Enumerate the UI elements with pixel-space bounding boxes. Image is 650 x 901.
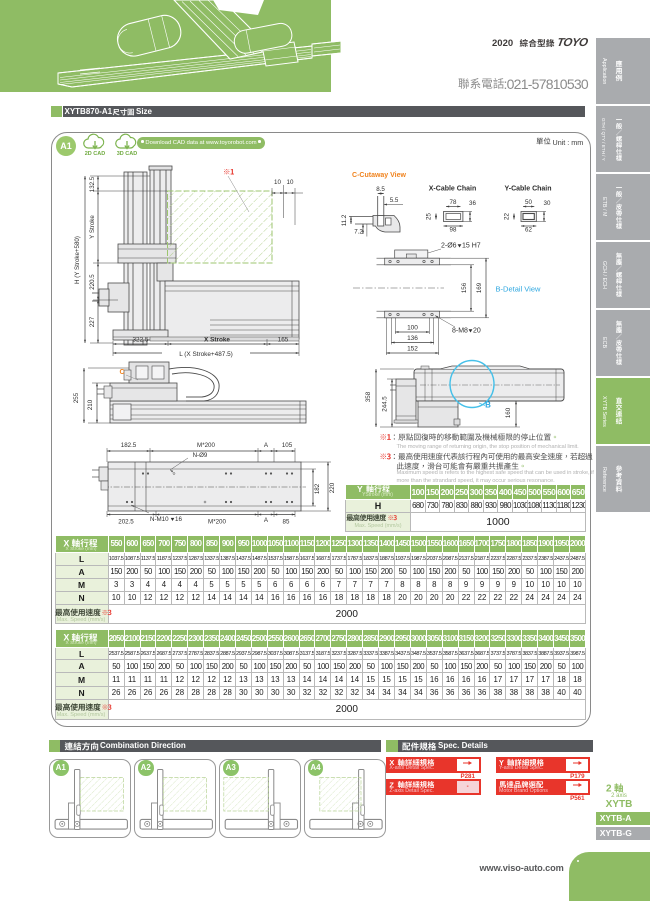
svg-text:Y Stroke: Y Stroke xyxy=(89,215,96,239)
svg-text:98: 98 xyxy=(450,227,457,234)
svg-text:7.2: 7.2 xyxy=(354,229,363,236)
svg-text:30: 30 xyxy=(544,200,551,207)
svg-text:244.5: 244.5 xyxy=(382,396,389,412)
svg-text:H (Y Stroke+580): H (Y Stroke+580) xyxy=(74,236,81,284)
svg-text:220.5: 220.5 xyxy=(89,274,96,290)
svg-text:2: 2 xyxy=(606,784,612,795)
svg-text:N-Ø9: N-Ø9 xyxy=(193,452,208,459)
svg-text:X Stroke: X Stroke xyxy=(204,337,230,344)
svg-text:220: 220 xyxy=(329,482,336,493)
svg-text:62: 62 xyxy=(525,227,532,234)
svg-text:10: 10 xyxy=(274,179,281,186)
svg-text:8.5: 8.5 xyxy=(376,186,385,193)
svg-text:Y: Y xyxy=(357,484,363,494)
svg-text:36: 36 xyxy=(469,200,476,207)
svg-text:C: C xyxy=(119,369,124,376)
svg-text:182.5: 182.5 xyxy=(121,442,137,449)
svg-text:L (X Stroke+487.5): L (X Stroke+487.5) xyxy=(179,351,233,358)
svg-text:210: 210 xyxy=(87,399,94,410)
svg-text:20: 20 xyxy=(473,328,481,335)
svg-text:M*200: M*200 xyxy=(208,519,226,526)
svg-text:152: 152 xyxy=(407,346,418,353)
svg-text:160: 160 xyxy=(505,407,512,418)
svg-text:X-Cable Chain: X-Cable Chain xyxy=(429,186,476,193)
svg-text:165: 165 xyxy=(278,337,289,344)
svg-text:Z: Z xyxy=(389,780,394,789)
svg-text:5.5: 5.5 xyxy=(390,197,399,204)
svg-text:C-Cutaway View: C-Cutaway View xyxy=(352,172,406,179)
svg-text:10: 10 xyxy=(287,179,294,186)
svg-text:Y-Cable Chain: Y-Cable Chain xyxy=(504,186,551,193)
svg-text:105: 105 xyxy=(282,442,293,449)
svg-text:N-M10: N-M10 xyxy=(150,516,169,523)
svg-text:A: A xyxy=(264,442,269,449)
svg-text:25: 25 xyxy=(426,213,433,220)
svg-text:X: X xyxy=(63,633,69,643)
svg-text:8-M8: 8-M8 xyxy=(452,328,468,335)
svg-text:255: 255 xyxy=(73,392,80,403)
svg-text:50: 50 xyxy=(525,199,532,206)
svg-text:358: 358 xyxy=(365,391,372,402)
svg-text:100: 100 xyxy=(407,325,418,332)
svg-text:2-Ø6: 2-Ø6 xyxy=(441,243,457,250)
svg-text:X: X xyxy=(63,538,69,548)
svg-text:182: 182 xyxy=(314,483,321,494)
svg-text:A: A xyxy=(264,517,269,524)
svg-text:22: 22 xyxy=(504,213,511,220)
svg-text:M*200: M*200 xyxy=(197,442,215,449)
svg-text:B-Detail View: B-Detail View xyxy=(496,285,541,294)
svg-text:78: 78 xyxy=(450,199,457,206)
svg-text:156: 156 xyxy=(461,282,468,293)
svg-text:16: 16 xyxy=(175,516,182,523)
svg-text:15 H7: 15 H7 xyxy=(462,243,481,250)
svg-text:169: 169 xyxy=(476,282,483,293)
svg-text:136: 136 xyxy=(407,335,418,342)
svg-text:202.5: 202.5 xyxy=(118,519,134,526)
svg-text:85: 85 xyxy=(283,519,290,526)
svg-text:322.5: 322.5 xyxy=(133,337,149,344)
svg-text:227: 227 xyxy=(89,316,96,327)
svg-text:X: X xyxy=(389,758,394,767)
svg-text:11.2: 11.2 xyxy=(341,214,348,226)
svg-text:B: B xyxy=(485,401,491,410)
svg-text:Y: Y xyxy=(499,758,504,767)
svg-text:132.5: 132.5 xyxy=(89,176,96,192)
